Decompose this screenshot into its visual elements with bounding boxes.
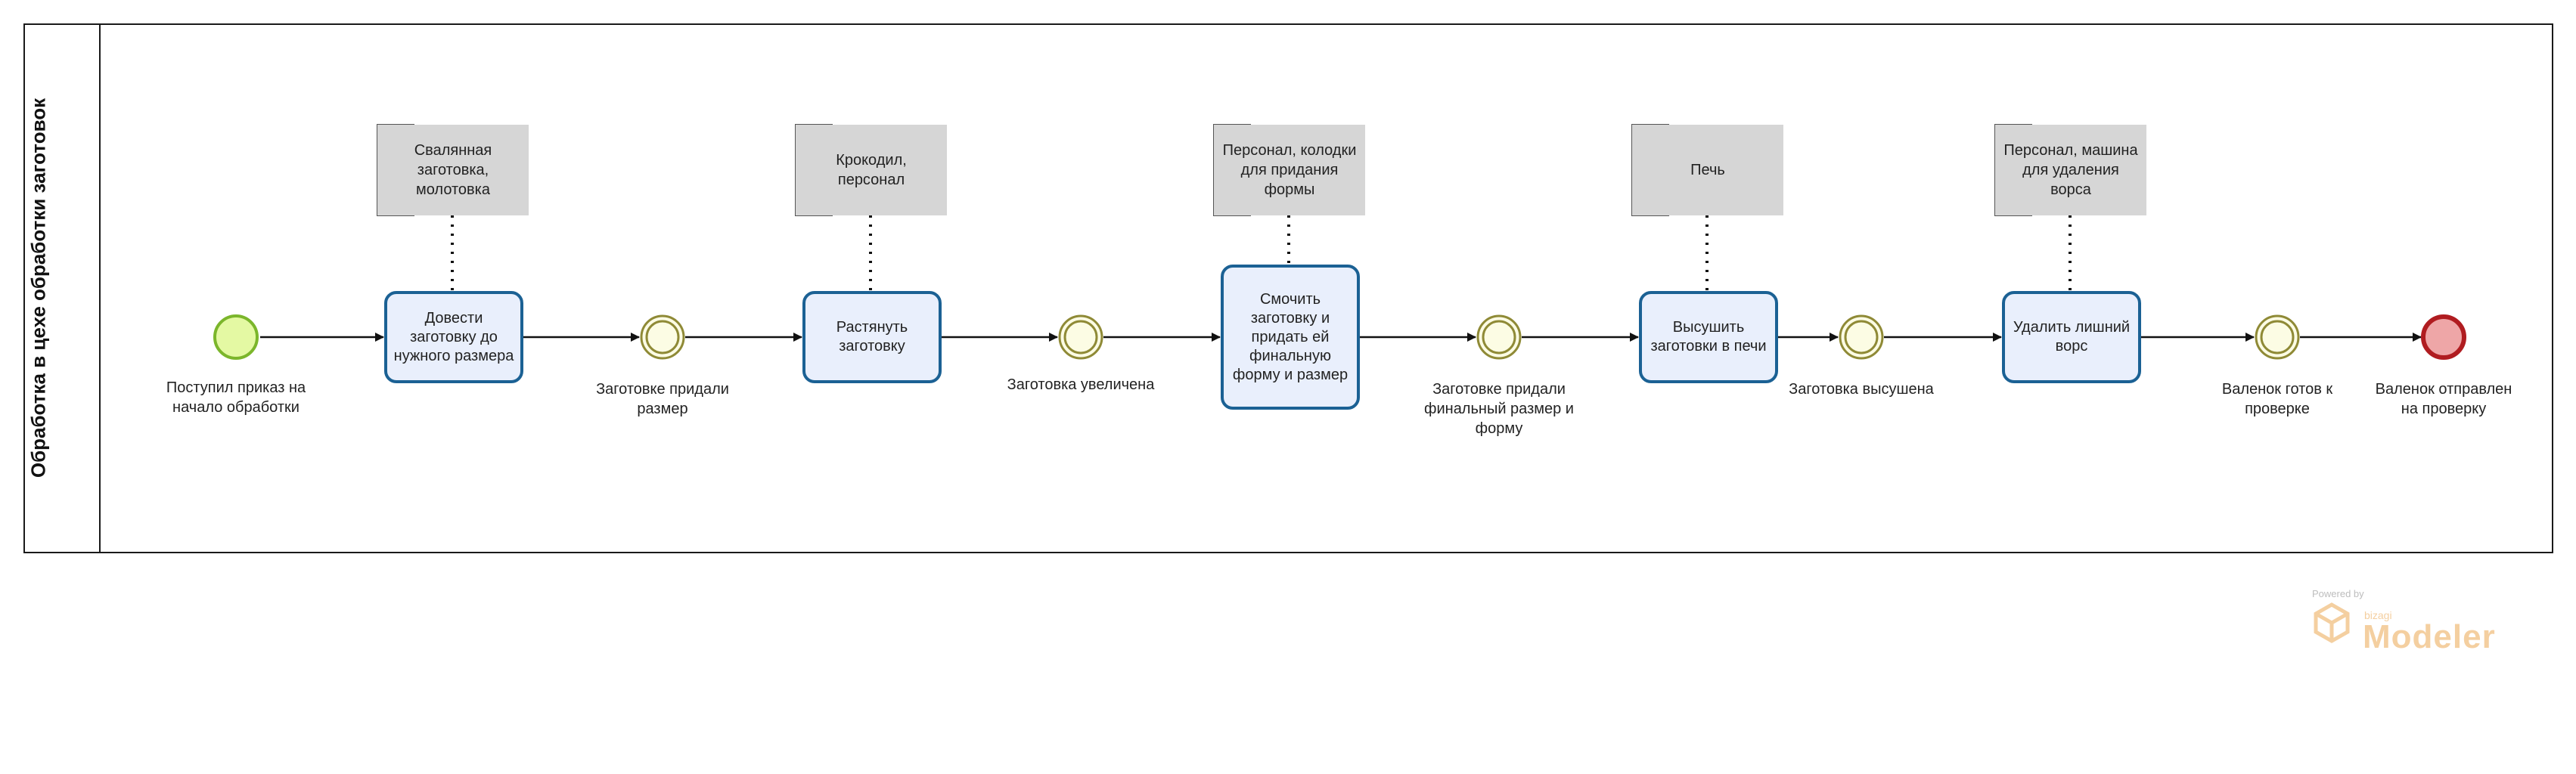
task-label: Довести заготовку до нужного размера <box>393 309 514 364</box>
intermediate-event-label: Заготовка высушена <box>1789 381 1934 398</box>
powered-by-text: Powered by <box>2312 588 2364 599</box>
artifact-label: Крокодил, персонал <box>836 152 907 188</box>
artifact-label: Печь <box>1690 162 1725 178</box>
task-3[interactable]: Смочить заготовку и придать ей финальную… <box>1221 265 1360 410</box>
artifact-label: Персонал, машина для удаления ворса <box>2003 142 2138 198</box>
bizagi-logo-icon <box>2314 602 2350 643</box>
intermediate-event[interactable] <box>640 314 685 360</box>
start-event[interactable] <box>213 314 259 360</box>
start-event-label: Поступил приказ на начало обработки <box>166 379 306 416</box>
task-label: Высушить заготовки в печи <box>1650 319 1767 354</box>
intermediate-event[interactable] <box>1839 314 1884 360</box>
artifact-3: Персонал, колодки для придания формы <box>1214 125 1365 215</box>
intermediate-event[interactable] <box>1058 314 1103 360</box>
artifact-1: Свалянная заготовка, молотовка <box>377 125 529 215</box>
task-1[interactable]: Довести заготовку до нужного размера <box>384 291 523 383</box>
pool <box>23 23 2553 553</box>
intermediate-event-label: Заготовке придали финальный размер и фор… <box>1424 381 1574 437</box>
task-2[interactable]: Растянуть заготовку <box>802 291 942 383</box>
artifact-label: Персонал, колодки для придания формы <box>1222 142 1357 198</box>
task-label: Удалить лишний ворс <box>2013 319 2131 354</box>
task-5[interactable]: Удалить лишний ворс <box>2002 291 2141 383</box>
artifact-4: Печь <box>1632 125 1783 215</box>
intermediate-event[interactable] <box>2255 314 2300 360</box>
artifact-2: Крокодил, персонал <box>796 125 947 215</box>
task-label: Растянуть заготовку <box>836 319 908 354</box>
end-event[interactable] <box>2421 314 2466 360</box>
product-text: Modeler <box>2363 618 2496 655</box>
intermediate-event-label: Валенок готов к проверке <box>2221 381 2333 417</box>
task-4[interactable]: Высушить заготовки в печи <box>1639 291 1778 383</box>
artifact-label: Свалянная заготовка, молотовка <box>414 142 492 198</box>
intermediate-event-label: Заготовке придали размер <box>596 381 729 417</box>
pool-header <box>23 23 101 553</box>
intermediate-event[interactable] <box>1476 314 1522 360</box>
intermediate-event-label: Заготовка увеличена <box>1007 376 1155 393</box>
artifact-5: Персонал, машина для удаления ворса <box>1995 125 2146 215</box>
end-event-label: Валенок отправлен на проверку <box>2375 381 2512 417</box>
brand-text: bizagi <box>2364 609 2392 621</box>
task-label: Смочить заготовку и придать ей финальную… <box>1232 290 1349 383</box>
